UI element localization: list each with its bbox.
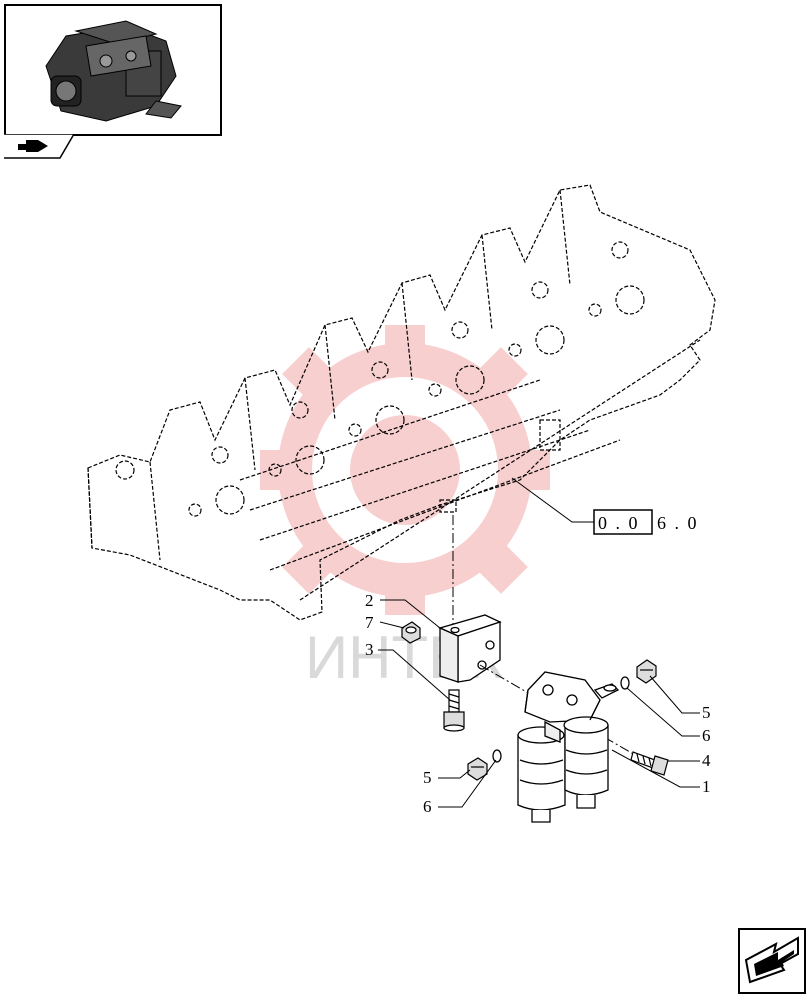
reference-box	[593, 509, 653, 535]
leader-lines	[378, 599, 700, 808]
book-page-icon	[4, 133, 76, 159]
callout-1: 1	[702, 777, 711, 796]
washer-part-6-upper	[620, 676, 630, 690]
engine-thumbnail-icon	[45, 20, 182, 122]
reference-boxed-text: 0 . 0	[598, 513, 640, 533]
mounting-axis	[479, 664, 636, 756]
page-tab	[4, 133, 76, 160]
callout-5-upper: 5	[702, 703, 711, 722]
callout-6-lower: 6	[423, 797, 432, 816]
engine-thumbnail	[4, 4, 222, 136]
callout-2: 2	[365, 591, 374, 610]
reference-leader	[511, 477, 594, 523]
nut-part-7	[401, 621, 421, 644]
callout-4: 4	[702, 751, 711, 770]
cylinder-head-outline	[87, 184, 716, 621]
callout-7: 7	[365, 613, 374, 632]
fitting-part-5-lower	[467, 757, 488, 781]
callout-3: 3	[365, 640, 374, 659]
washer-part-6-lower	[492, 749, 502, 763]
watermark-gear	[260, 325, 550, 615]
callout-5-lower: 5	[423, 768, 432, 787]
callout-6-upper: 6	[702, 726, 711, 745]
bolt-part-3	[443, 689, 465, 732]
bolt-part-4	[630, 751, 669, 776]
next-page-button[interactable]	[738, 928, 806, 994]
bracket-part-2	[438, 614, 502, 683]
reference-suffix-text: 6 . 0	[657, 513, 699, 533]
fuel-filter-part-1	[517, 671, 620, 823]
next-page-arrow-icon	[744, 936, 799, 984]
